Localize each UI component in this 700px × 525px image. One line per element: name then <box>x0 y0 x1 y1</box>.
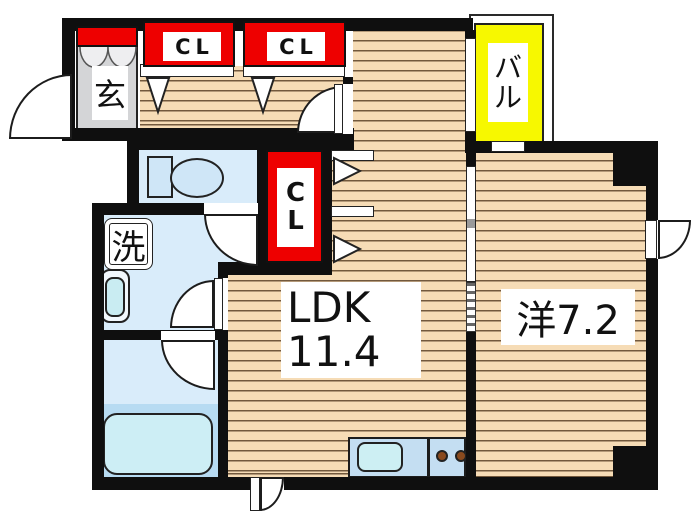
washroom-door-leaf <box>214 278 223 330</box>
entrance-door-arc <box>9 74 72 139</box>
ldk-service-door-arc <box>260 477 284 511</box>
western-door-arc <box>658 220 691 259</box>
western-room-label: 洋7.2 <box>501 289 635 345</box>
wall-right <box>646 141 658 490</box>
sliding-door-pocket <box>466 282 476 332</box>
wall-toilet-right <box>257 139 268 267</box>
toilet-bowl-icon <box>170 158 224 198</box>
bathtub-icon <box>103 413 213 475</box>
entrance-label: 玄 <box>92 66 128 120</box>
hall-door-leaf <box>334 84 343 134</box>
western-door-leaf <box>645 220 657 259</box>
washroom-door-opening <box>218 278 228 330</box>
ldk-closet-track-top <box>331 150 374 161</box>
washbasin-bowl-icon <box>105 277 125 317</box>
sliding-door-joint <box>467 219 475 228</box>
ldk-closet-track-mid <box>331 206 374 217</box>
laundry-label: 洗 <box>104 218 153 270</box>
window-balcony-side <box>465 38 476 132</box>
ldk-service-door-leaf <box>250 477 260 511</box>
wall-balcony-bottom <box>465 141 621 153</box>
hall-door-opening <box>343 84 353 134</box>
window-balcony-bottom <box>491 141 525 152</box>
stove-burner-icon <box>436 450 448 462</box>
wall-west-outer <box>92 203 104 490</box>
wall-bathroom-right <box>218 332 228 478</box>
shoe-cabinet <box>76 26 138 47</box>
kitchen-counter-divider <box>427 437 430 478</box>
bathroom-door-opening <box>161 331 215 340</box>
wall-toilet-top <box>127 139 354 150</box>
hall-closet-2-label: CL <box>267 32 325 61</box>
wall-closet-bottom <box>218 262 332 275</box>
toilet-door-opening <box>204 203 258 215</box>
wall-toilet-left <box>127 139 139 211</box>
wall-closet-right <box>322 150 332 267</box>
pillar-bottom-right <box>613 446 648 478</box>
balcony-label: バル <box>488 43 528 122</box>
wall-bottom <box>92 477 658 490</box>
hall-closet-1-label: CL <box>163 32 221 61</box>
kitchen-sink-icon <box>357 442 403 472</box>
wall-washroom-bathroom <box>92 330 228 340</box>
kitchen-area-floor <box>353 30 465 153</box>
wall-hall-bottom <box>62 128 354 141</box>
